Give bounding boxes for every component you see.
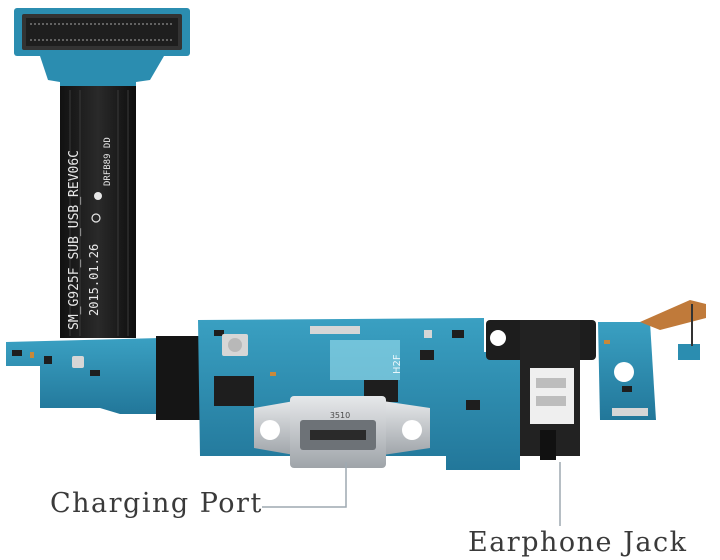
charging-port-label: Charging Port xyxy=(50,488,263,519)
board-silkscreen-text: H2F xyxy=(392,354,403,374)
charging-port: 3510 xyxy=(254,396,430,468)
usb-board: H2F 3510 xyxy=(6,300,706,470)
usb-port-text: 3510 xyxy=(330,411,350,420)
flex-code-text: DRFB89 DD xyxy=(103,137,113,186)
flex-cable-neck xyxy=(40,56,164,90)
top-connector xyxy=(14,8,190,56)
earphone-jack xyxy=(486,320,634,460)
flex-date-text: 2015.01.26 xyxy=(87,244,101,316)
earphone-jack-label: Earphone Jack xyxy=(468,527,688,558)
ce-mark-icon xyxy=(94,192,102,200)
charging-port-callout-line xyxy=(262,462,347,508)
recycle-icon xyxy=(91,213,101,223)
flex-model-text: SM_G925F_SUB_USB_REV06C xyxy=(67,150,82,330)
flex-cable: SM_G925F_SUB_USB_REV06C 2015.01.26 DRFB8… xyxy=(60,86,136,338)
